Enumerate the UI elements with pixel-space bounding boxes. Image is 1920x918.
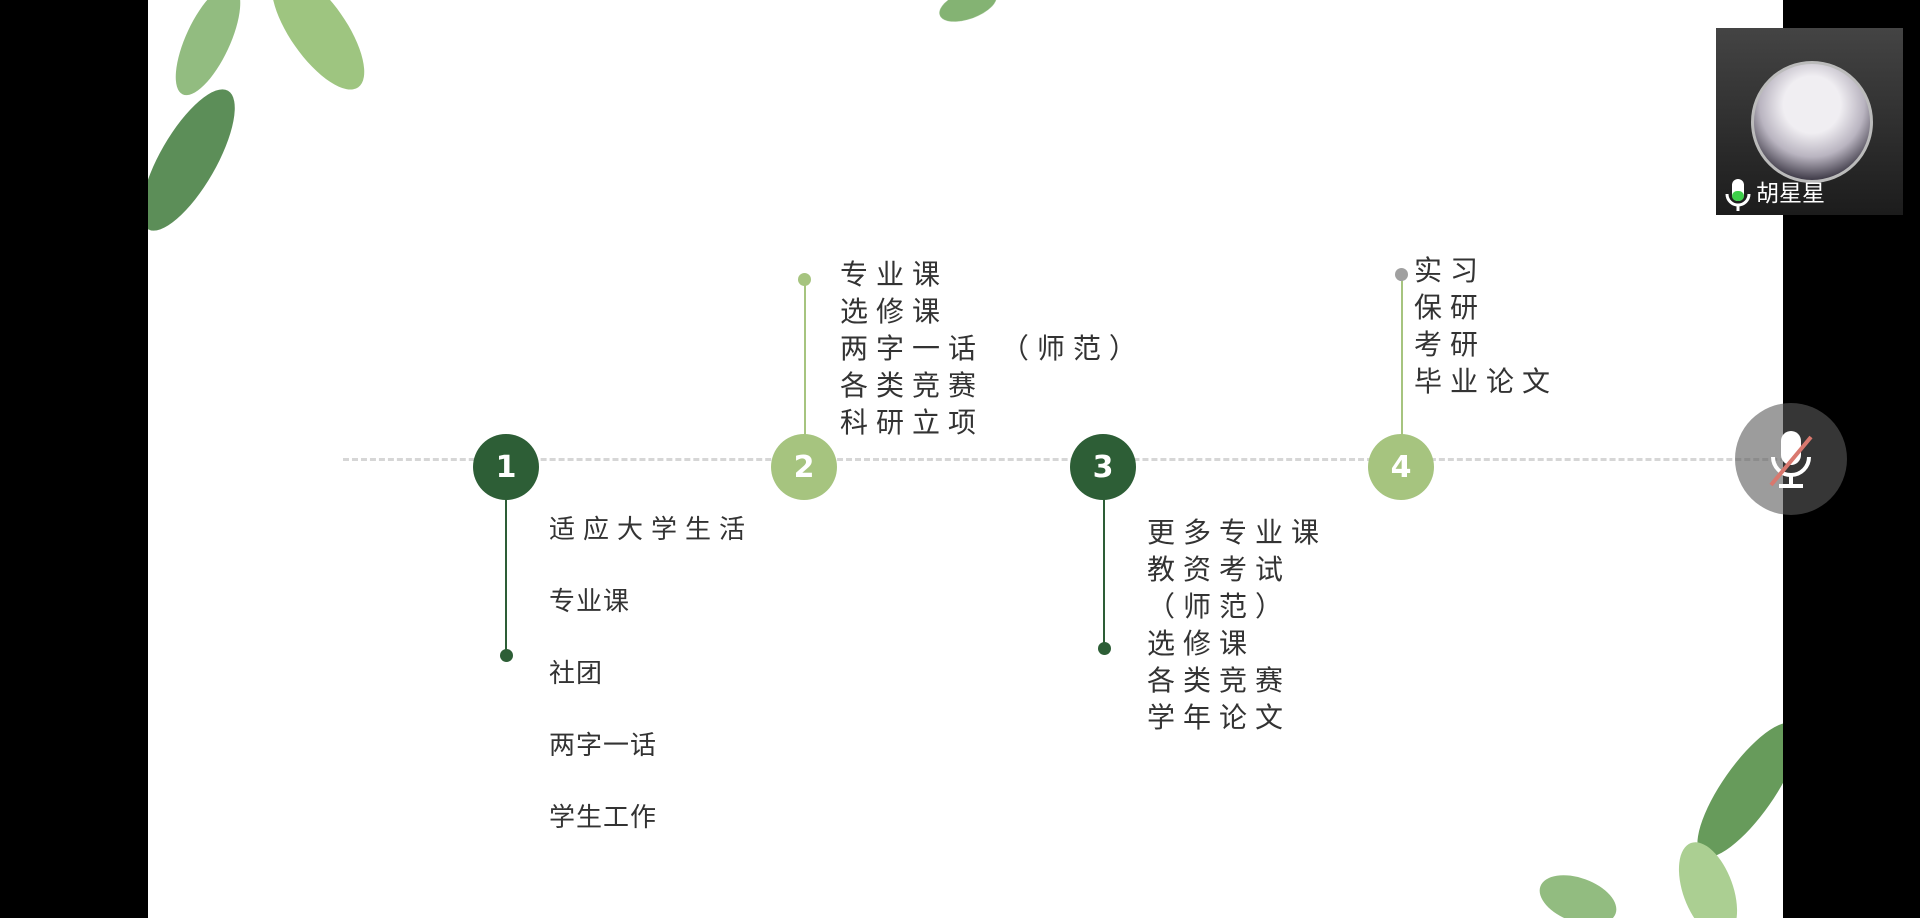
list-item: 各类竞赛	[840, 369, 985, 402]
list-item: 保研	[1414, 291, 1487, 324]
list-item: 适应大学生活	[549, 515, 754, 545]
stage-4-items: 实习 保研 考研 毕业论文	[1414, 252, 1558, 400]
list-item: 两字一话	[549, 731, 658, 761]
stage-1-items: 适应大学生活 专业课 社团 两字一话 学生工作	[549, 494, 753, 854]
list-item: 专业课	[840, 258, 949, 291]
participant-name: 胡星星	[1756, 181, 1825, 207]
list-item: 学生工作	[549, 803, 658, 833]
stage-4-marker: 4	[1368, 434, 1434, 500]
mic-active-icon	[1725, 179, 1751, 211]
list-item: 各类竞赛	[1147, 664, 1292, 697]
stage-2-marker: 2	[771, 434, 837, 500]
list-item: 学年论文	[1147, 701, 1292, 734]
participant-video-tile[interactable]: 胡星星	[1716, 28, 1903, 215]
connector-dot	[500, 649, 513, 662]
list-item: 选修课	[840, 295, 949, 328]
connector-line	[1103, 490, 1105, 650]
leaf-decoration	[148, 0, 1783, 918]
stage-1-marker: 1	[473, 434, 539, 500]
mic-muted-icon	[1769, 431, 1813, 488]
presentation-slide: 1 适应大学生活 专业课 社团 两字一话 学生工作 2 专业课 选修课 两字一话…	[148, 0, 1783, 918]
list-item: 实习	[1414, 254, 1487, 287]
connector-line	[1401, 275, 1403, 440]
connector-dot	[798, 273, 811, 286]
list-item: 毕业论文	[1414, 365, 1559, 398]
list-item: 科研立项	[840, 406, 985, 439]
stage-3-marker: 3	[1070, 434, 1136, 500]
list-item: 更多专业课	[1147, 516, 1328, 549]
connector-dot	[1098, 642, 1111, 655]
list-item: 选修课	[1147, 627, 1256, 660]
avatar	[1751, 61, 1873, 183]
stage-3-items: 更多专业课 教资考试 （师范） 选修课 各类竞赛 学年论文	[1147, 514, 1327, 736]
timeline-line	[343, 458, 1783, 461]
list-item: 教资考试	[1147, 553, 1292, 586]
list-item: （师范）	[1147, 590, 1292, 623]
connector-line	[804, 280, 806, 440]
list-item: 社团	[549, 659, 604, 689]
list-item: 考研	[1414, 328, 1487, 361]
connector-dot	[1395, 268, 1408, 281]
connector-line	[505, 490, 507, 655]
mute-toggle-button[interactable]	[1735, 403, 1847, 515]
list-item: 专业课	[549, 587, 631, 617]
stage-2-items: 专业课 选修课 两字一话 （师范） 各类竞赛 科研立项	[840, 256, 1145, 441]
list-item: 两字一话 （师范）	[840, 332, 1145, 365]
